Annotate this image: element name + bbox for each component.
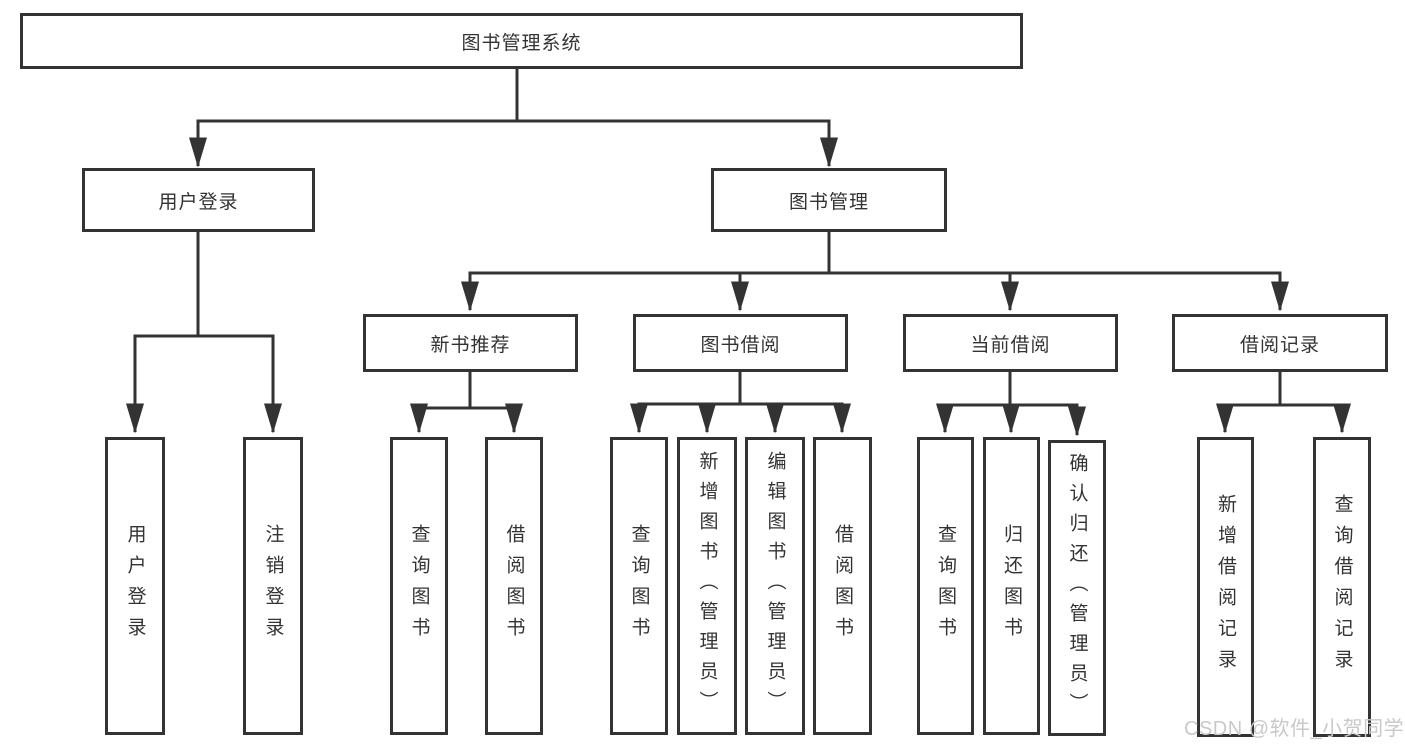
- leaf-query-books-2-label: 查询图书: [628, 524, 650, 648]
- leaf-borrow-books-2-label: 借阅图书: [832, 524, 853, 648]
- leaf-query-books-2: 查询图书: [610, 437, 668, 735]
- node-root: 图书管理系统: [20, 13, 1023, 69]
- leaf-user-login-label: 用户登录: [124, 524, 146, 648]
- node-book-management-label: 图书管理: [788, 191, 869, 213]
- leaf-confirm-return-admin: 确认归还（管理员）: [1048, 440, 1106, 736]
- leaf-query-books-3: 查询图书: [917, 437, 974, 735]
- leaf-edit-book-admin-label: 编辑图书（管理员）: [764, 451, 786, 721]
- node-user-login-label: 用户登录: [158, 191, 239, 213]
- leaf-logout-label: 注销登录: [262, 524, 284, 648]
- leaf-confirm-return-admin-label: 确认归还（管理员）: [1066, 453, 1088, 723]
- node-borrowing-records: 借阅记录: [1172, 314, 1388, 372]
- leaf-query-borrow-record-label: 查询借阅记录: [1331, 494, 1353, 680]
- node-root-label: 图书管理系统: [461, 32, 582, 54]
- leaf-borrow-books-1-label: 借阅图书: [503, 524, 525, 648]
- node-borrowing-records-label: 借阅记录: [1239, 334, 1320, 356]
- leaf-logout: 注销登录: [243, 437, 303, 735]
- node-book-management: 图书管理: [711, 168, 947, 232]
- leaf-query-borrow-record: 查询借阅记录: [1313, 437, 1371, 737]
- node-book-borrowing-label: 图书借阅: [700, 334, 781, 356]
- leaf-add-book-admin: 新增图书（管理员）: [677, 437, 737, 735]
- leaf-add-borrow-record-label: 新增借阅记录: [1215, 494, 1236, 680]
- leaf-query-books-3-label: 查询图书: [935, 524, 956, 648]
- leaf-add-borrow-record: 新增借阅记录: [1197, 437, 1254, 737]
- node-user-login: 用户登录: [82, 168, 315, 232]
- leaf-edit-book-admin: 编辑图书（管理员）: [745, 437, 805, 735]
- node-current-borrowing-label: 当前借阅: [970, 334, 1051, 356]
- leaf-borrow-books-1: 借阅图书: [485, 437, 543, 735]
- leaf-add-book-admin-label: 新增图书（管理员）: [696, 451, 718, 721]
- csdn-watermark: CSDN @软件_小贺同学: [1184, 718, 1405, 740]
- leaf-return-book: 归还图书: [983, 437, 1040, 735]
- node-new-book-recommend-label: 新书推荐: [430, 334, 511, 356]
- node-current-borrowing: 当前借阅: [903, 314, 1118, 372]
- leaf-borrow-books-2: 借阅图书: [813, 437, 872, 735]
- leaf-user-login: 用户登录: [105, 437, 165, 735]
- leaf-query-books-1-label: 查询图书: [408, 524, 430, 648]
- leaf-return-book-label: 归还图书: [1001, 524, 1022, 648]
- node-new-book-recommend: 新书推荐: [363, 314, 578, 372]
- node-book-borrowing: 图书借阅: [633, 314, 848, 372]
- leaf-query-books-1: 查询图书: [390, 437, 448, 735]
